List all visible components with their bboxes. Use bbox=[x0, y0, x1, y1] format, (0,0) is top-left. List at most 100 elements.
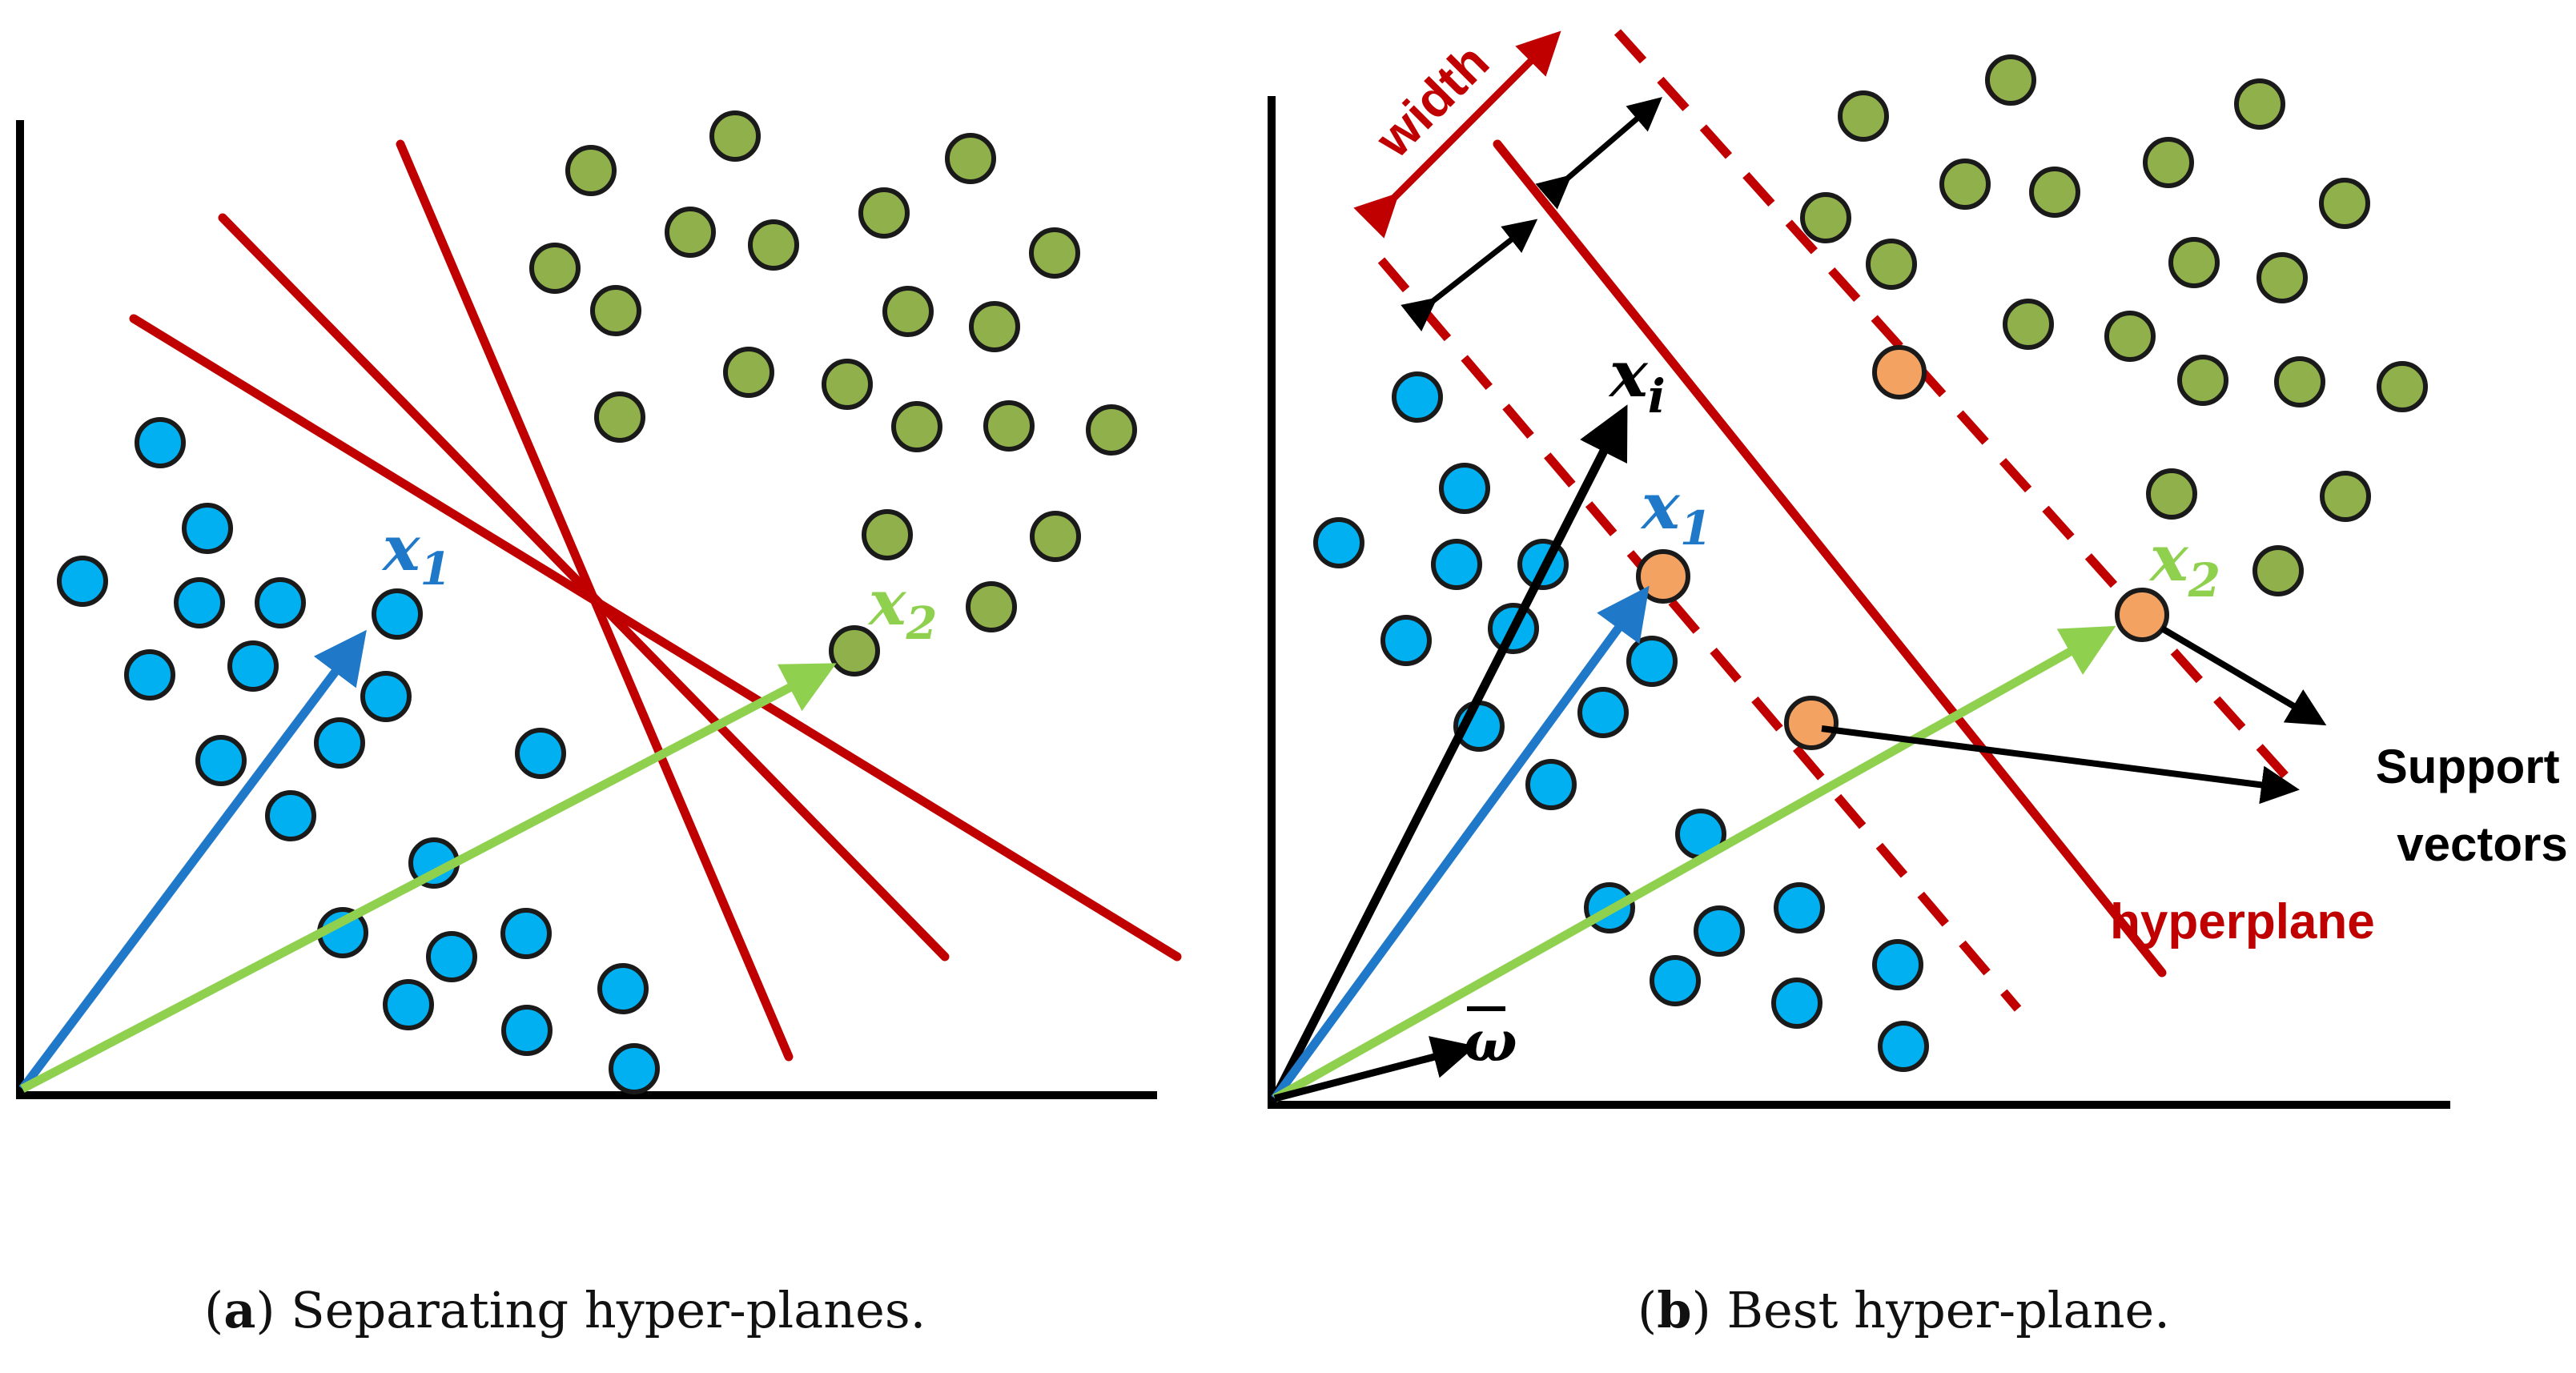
panel-b-omega-label: ω bbox=[1464, 1008, 1517, 1074]
green-point bbox=[1939, 159, 1991, 210]
blue-point bbox=[182, 503, 233, 554]
blue-point bbox=[1577, 687, 1629, 738]
blue-point bbox=[174, 577, 225, 628]
hyperplane-label: hyperplane bbox=[2110, 894, 2375, 949]
support-vectors-label-line1: Support bbox=[2376, 740, 2560, 793]
blue-point bbox=[1431, 539, 1482, 590]
green-point bbox=[590, 285, 641, 336]
support-vector-point bbox=[2115, 588, 2169, 642]
green-point bbox=[1800, 192, 1851, 243]
green-point bbox=[1030, 511, 1081, 562]
blue-point bbox=[265, 790, 316, 841]
green-point bbox=[1838, 90, 1889, 142]
separating-line-3 bbox=[396, 139, 794, 1062]
green-point bbox=[891, 401, 942, 452]
panel-b-x1-vector bbox=[1271, 585, 1650, 1102]
blue-point bbox=[1626, 636, 1678, 687]
blue-point bbox=[1525, 759, 1577, 810]
green-point bbox=[665, 207, 716, 258]
blue-point bbox=[1380, 615, 1432, 666]
blue-point bbox=[1771, 978, 1822, 1029]
panel-a-x2-vector bbox=[20, 663, 837, 1093]
panel-a-separating-lines bbox=[129, 139, 1182, 1062]
support-vector-point bbox=[1636, 549, 1690, 604]
support-vectors-label-line2: vectors bbox=[2397, 817, 2567, 871]
panel-a-x2-label: x2 bbox=[867, 567, 937, 650]
green-point bbox=[882, 286, 934, 337]
blue-point bbox=[501, 1005, 553, 1056]
blue-point bbox=[1650, 955, 1701, 1006]
panel-a-green-points bbox=[529, 110, 1137, 676]
separating-line-2 bbox=[218, 213, 950, 962]
support-pointer-arrow-1 bbox=[1821, 725, 2300, 805]
hyperplane-line bbox=[1493, 139, 2167, 978]
green-point bbox=[2003, 299, 2054, 350]
panel-b-x2-vector bbox=[1272, 625, 2116, 1102]
panel-a-blue-points bbox=[57, 417, 660, 1094]
panel-b-xi-vector bbox=[1271, 404, 1628, 1101]
green-point bbox=[565, 145, 617, 196]
green-point bbox=[983, 400, 1035, 452]
green-point bbox=[709, 110, 761, 162]
caption-b: (b) Best hyper-plane. bbox=[1638, 1281, 2170, 1339]
caption-b-text: Best hyper-plane. bbox=[1726, 1281, 2170, 1339]
caption-a-letter: a bbox=[223, 1281, 256, 1339]
panel-b-x1-label: x1 bbox=[1640, 468, 1712, 556]
green-point bbox=[723, 347, 774, 398]
green-point bbox=[1086, 404, 1137, 456]
green-point bbox=[822, 359, 873, 410]
green-point bbox=[2177, 355, 2228, 406]
green-point bbox=[2168, 237, 2220, 288]
blue-point bbox=[1313, 517, 1364, 568]
caption-a: (a) Separating hyper-planes. bbox=[204, 1281, 926, 1339]
blue-point bbox=[383, 979, 434, 1030]
blue-point bbox=[1774, 882, 1825, 933]
green-point bbox=[2320, 471, 2371, 522]
blue-point bbox=[372, 588, 423, 640]
blue-point bbox=[195, 735, 247, 786]
green-point bbox=[829, 625, 880, 676]
green-point bbox=[1985, 54, 2036, 106]
blue-point bbox=[360, 671, 412, 722]
panel-a-x1-vector bbox=[18, 629, 367, 1092]
blue-point bbox=[1872, 939, 1923, 990]
blue-point bbox=[124, 649, 175, 701]
separating-line-1 bbox=[129, 314, 1182, 962]
support-vectors-label: Support vectors bbox=[2376, 740, 2574, 871]
green-point bbox=[1866, 239, 1917, 290]
green-point bbox=[2234, 78, 2285, 130]
width-label: width bbox=[1364, 33, 1500, 169]
blue-point bbox=[597, 963, 649, 1014]
green-point bbox=[2143, 137, 2194, 188]
green-point bbox=[2146, 468, 2197, 520]
panel-b-xi-label: xi bbox=[1608, 336, 1666, 424]
green-point bbox=[2274, 356, 2325, 407]
green-point bbox=[529, 243, 581, 294]
green-point bbox=[2319, 178, 2370, 229]
blue-point bbox=[1878, 1021, 1929, 1072]
margin-arrow-upper bbox=[1535, 97, 1662, 210]
blue-point bbox=[515, 728, 566, 779]
blue-point bbox=[1694, 905, 1745, 957]
blue-point bbox=[426, 931, 477, 982]
green-point bbox=[1029, 227, 1080, 279]
panel-b: width bbox=[1268, 29, 2574, 1109]
green-point bbox=[945, 133, 996, 184]
blue-point bbox=[500, 908, 552, 959]
green-point bbox=[862, 509, 913, 560]
green-point bbox=[969, 301, 1020, 352]
margin-arrow-lower bbox=[1401, 219, 1538, 331]
blue-point bbox=[1439, 463, 1490, 514]
green-point bbox=[858, 187, 910, 239]
green-point bbox=[2257, 252, 2308, 303]
green-point bbox=[966, 581, 1017, 632]
blue-point bbox=[135, 417, 186, 468]
panel-b-support-vectors bbox=[1636, 345, 2169, 750]
margin-line-lower bbox=[1377, 257, 2022, 1012]
blue-point bbox=[609, 1043, 660, 1094]
green-point bbox=[2252, 545, 2304, 596]
panel-b-x2-label: x2 bbox=[2148, 520, 2220, 608]
green-point bbox=[748, 219, 799, 271]
blue-point bbox=[57, 556, 108, 607]
